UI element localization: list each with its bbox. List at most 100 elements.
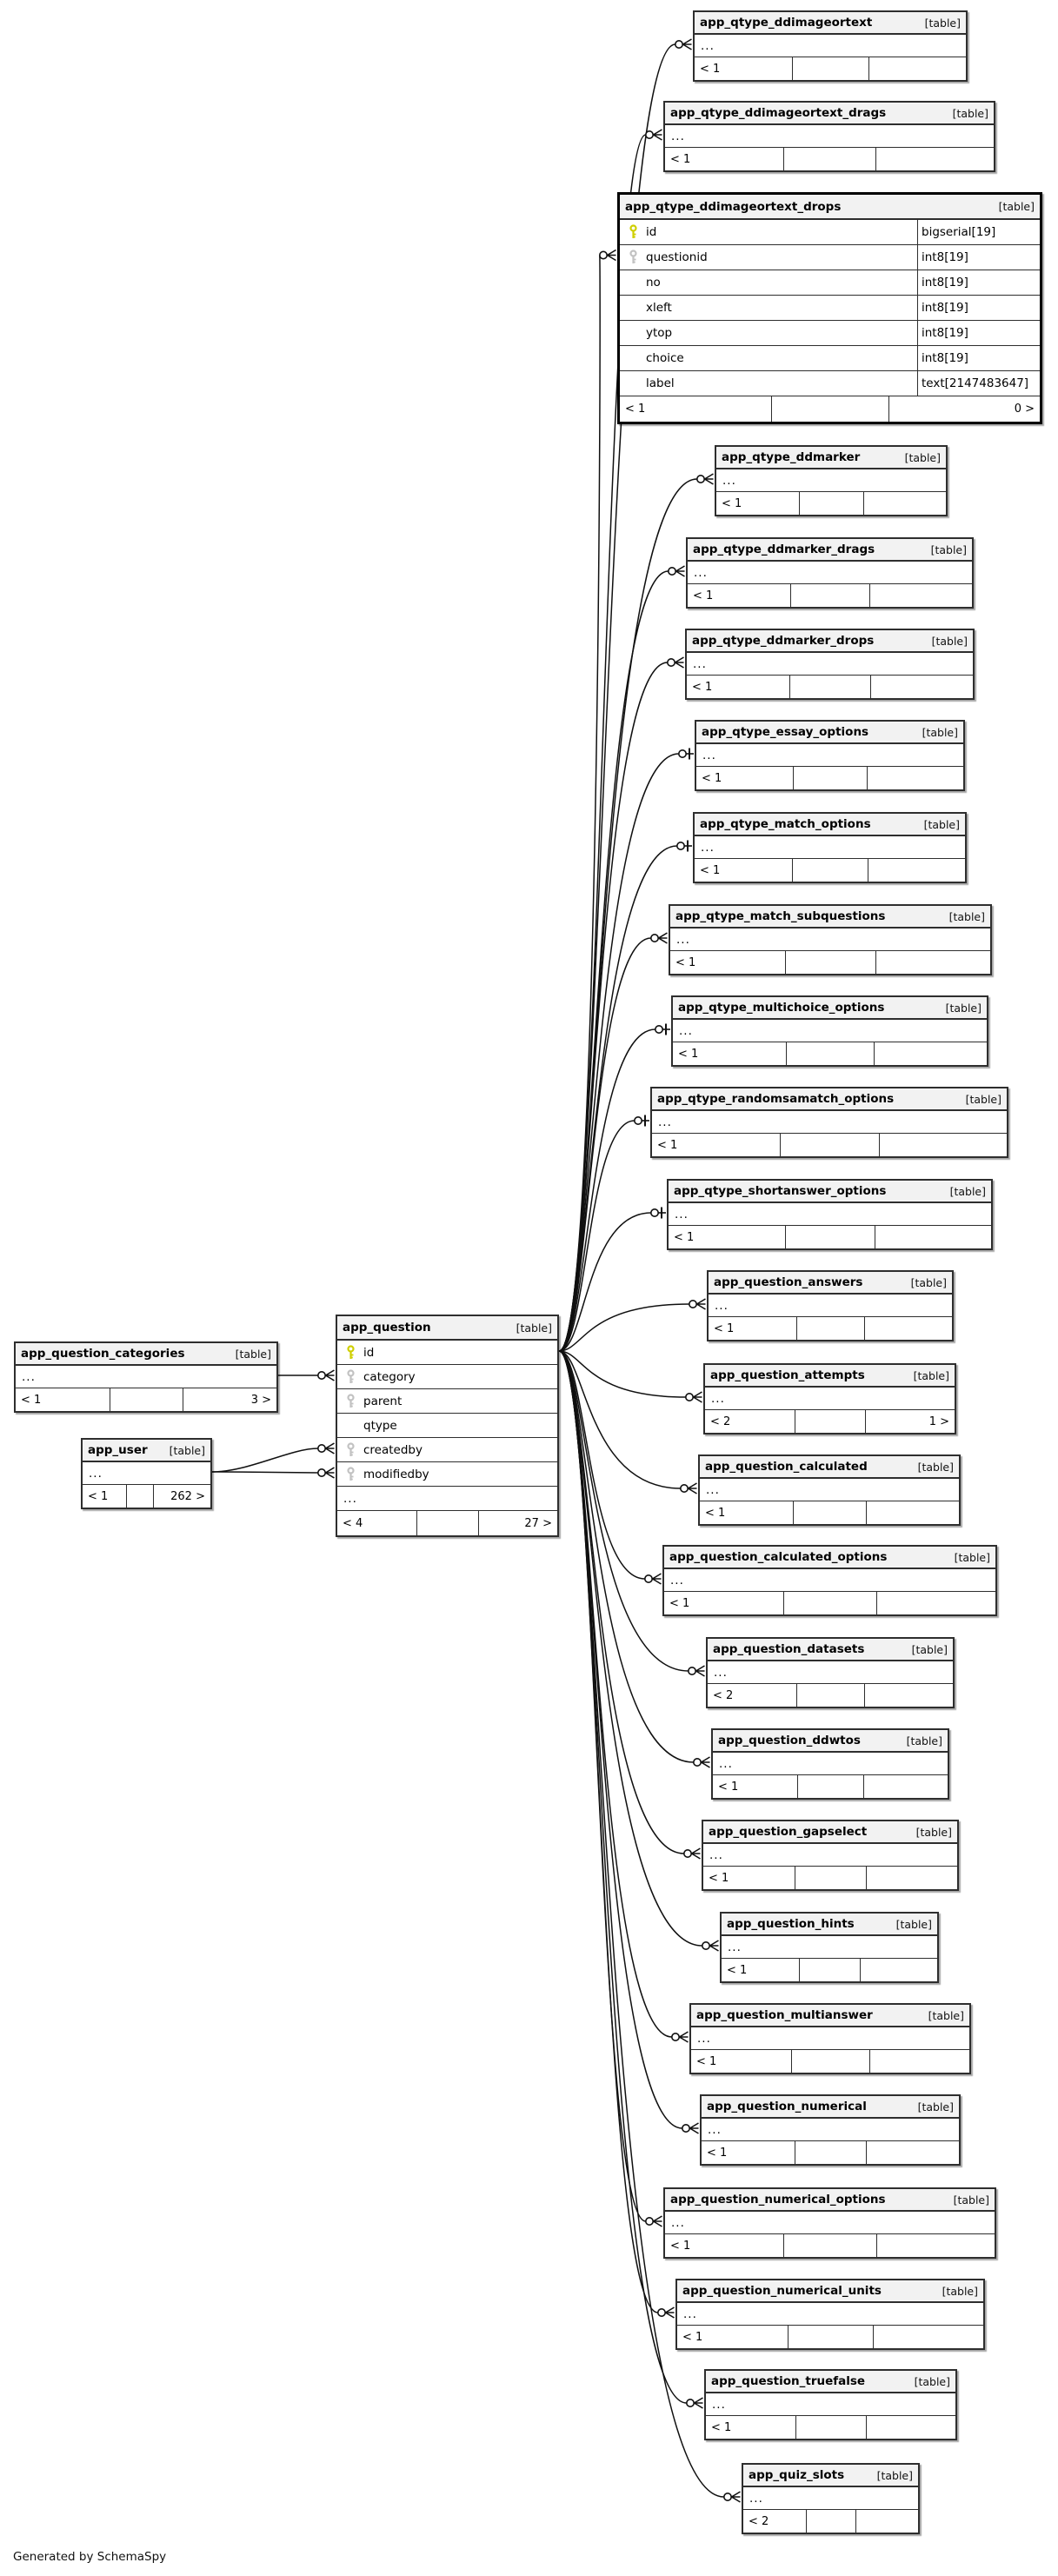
- table-app_question_numerical_units[interactable]: app_question_numerical_units [table]... …: [675, 2279, 985, 2350]
- table-footer: < 1: [670, 951, 990, 974]
- table-name: app_qtype_match_subquestions: [675, 909, 886, 923]
- crow-foot-marker: [701, 1756, 710, 1768]
- footer-incoming-count: < 1: [693, 589, 714, 602]
- column-type: int8[19]: [917, 346, 1040, 370]
- zero-circle-marker: [644, 2217, 654, 2227]
- table-app_question_categories[interactable]: app_question_categories [table]... < 1 3…: [14, 1341, 278, 1413]
- table-app_question_ddwtos[interactable]: app_question_ddwtos [table]... < 1: [711, 1728, 949, 1800]
- table-app_question_numerical_options[interactable]: app_question_numerical_options [table]..…: [663, 2187, 996, 2259]
- table-name: app_question_categories: [21, 1347, 185, 1361]
- table-header: app_qtype_ddimageortext_drops [table]: [620, 195, 1040, 220]
- column-row-questionid: questionid int8[19]: [620, 245, 1040, 270]
- table-name: app_question_calculated_options: [669, 1550, 888, 1564]
- footer-incoming-count: < 1: [21, 1393, 42, 1407]
- zero-circle-marker: [643, 1574, 653, 1584]
- table-app_question_calculated[interactable]: app_question_calculated [table]... < 1: [698, 1454, 961, 1526]
- column-type: int8[19]: [917, 321, 1040, 345]
- table-header: app_question_truefalse [table]: [706, 2371, 955, 2393]
- footer-incoming-count: < 1: [727, 1963, 748, 1977]
- table-app_question[interactable]: app_question [table] id category parent: [336, 1315, 559, 1537]
- column-name: parent: [363, 1394, 403, 1408]
- column-row-ellipsis: ...: [709, 1295, 952, 1317]
- zero-circle-marker: [688, 1300, 697, 1309]
- column-row-createdby: createdby: [337, 1438, 557, 1462]
- crow-foot-marker: [694, 2397, 703, 2409]
- footer-incoming-count: < 1: [670, 2239, 691, 2253]
- crow-foot-marker: [695, 1665, 705, 1677]
- footer-incoming-count: < 1: [718, 1780, 739, 1794]
- footer-incoming-count: < 1: [669, 1596, 690, 1610]
- table-name: app_question_gapselect: [709, 1825, 868, 1839]
- table-app_question_gapselect[interactable]: app_question_gapselect [table]... < 1: [702, 1820, 959, 1891]
- table-app_qtype_randomsamatch_options[interactable]: app_qtype_randomsamatch_options [table].…: [650, 1087, 1008, 1158]
- table-footer: < 1: [703, 1867, 957, 1889]
- column-row-ellipsis: ...: [677, 2303, 983, 2326]
- table-name: app_qtype_randomsamatch_options: [657, 1092, 895, 1106]
- footer-incoming-count: < 1: [88, 1489, 109, 1503]
- table-tag: [table]: [954, 1550, 990, 1564]
- table-tag: [table]: [904, 450, 941, 464]
- table-app_qtype_shortanswer_options[interactable]: app_qtype_shortanswer_options [table]...…: [667, 1179, 993, 1250]
- foreign-key-icon: [346, 1368, 355, 1383]
- table-app_question_answers[interactable]: app_question_answers [table]... < 1: [707, 1270, 954, 1341]
- table-app_quiz_slots[interactable]: app_quiz_slots [table]... < 2: [742, 2463, 920, 2534]
- crow-foot-marker: [325, 1369, 335, 1381]
- table-footer: < 1: [716, 492, 946, 515]
- table-app_qtype_ddmarker_drags[interactable]: app_qtype_ddmarker_drags [table]... < 1: [686, 537, 974, 609]
- table-app_qtype_ddimageortext[interactable]: app_qtype_ddimageortext [table]... < 1: [693, 10, 968, 82]
- table-app_question_calculated_options[interactable]: app_question_calculated_options [table].…: [662, 1545, 997, 1616]
- column-row-ellipsis: ...: [665, 2212, 995, 2234]
- column-row-label: label text[2147483647]: [620, 371, 1040, 396]
- relationship-line: [558, 1350, 724, 2498]
- table-app_user[interactable]: app_user [table]... < 1 262 >: [81, 1438, 212, 1509]
- table-app_qtype_ddimageortext_drags[interactable]: app_qtype_ddimageortext_drags [table]...…: [663, 101, 995, 172]
- foreign-key-icon: [346, 1466, 355, 1481]
- table-app_question_attempts[interactable]: app_question_attempts [table]... < 2 1 >: [703, 1363, 956, 1434]
- crow-foot-marker: [653, 2215, 662, 2227]
- table-footer: < 1: [687, 676, 973, 698]
- foreign-key-icon: [629, 250, 637, 263]
- table-name: app_question_numerical_options: [670, 2193, 886, 2207]
- table-app_question_numerical[interactable]: app_question_numerical [table]... < 1: [700, 2094, 961, 2166]
- table-app_question_datasets[interactable]: app_question_datasets [table]... < 2: [706, 1637, 955, 1708]
- column-type: text[2147483647]: [917, 371, 1040, 396]
- table-tag: [table]: [917, 1460, 954, 1474]
- table-footer: < 1: [702, 2141, 959, 2164]
- column-name: qtype: [363, 1418, 397, 1433]
- table-app_qtype_match_options[interactable]: app_qtype_match_options [table]... < 1: [693, 812, 967, 883]
- crow-foot-marker: [704, 473, 714, 485]
- column-row-ellipsis: ...: [664, 1569, 995, 1592]
- column-row-ellipsis: ...: [665, 125, 994, 148]
- column-row-ellipsis: ...: [83, 1462, 210, 1485]
- relationship-line: [558, 1212, 651, 1352]
- table-app_qtype_ddimageortext_drops[interactable]: app_qtype_ddimageortext_drops [table] id…: [617, 192, 1042, 424]
- crow-foot-marker: [325, 1442, 335, 1454]
- table-footer: < 1 262 >: [83, 1485, 210, 1508]
- table-tag: [table]: [913, 1368, 949, 1382]
- table-app_qtype_essay_options[interactable]: app_qtype_essay_options [table]... < 1: [695, 720, 965, 791]
- table-name: app_qtype_ddmarker_drops: [692, 634, 875, 648]
- crow-foot-marker: [688, 1482, 697, 1494]
- table-app_qtype_ddmarker_drops[interactable]: app_qtype_ddmarker_drops [table]... < 1: [685, 629, 975, 700]
- table-app_question_hints[interactable]: app_question_hints [table]... < 1: [720, 1912, 939, 1983]
- table-header: app_question_numerical_units [table]: [677, 2280, 983, 2303]
- footer-incoming-count: < 1: [692, 680, 713, 694]
- table-app_qtype_multichoice_options[interactable]: app_qtype_multichoice_options [table]...…: [671, 995, 988, 1067]
- column-row-ellipsis: ...: [695, 836, 965, 859]
- footer-outgoing-count: 262 >: [152, 1485, 210, 1508]
- column-name: id: [363, 1345, 375, 1360]
- footer-outgoing-count: [865, 1867, 957, 1889]
- table-app_question_truefalse[interactable]: app_question_truefalse [table]... < 1: [704, 2369, 957, 2440]
- table-name: app_qtype_ddmarker: [722, 450, 861, 464]
- crow-foot-marker: [689, 2122, 699, 2134]
- table-app_qtype_ddmarker[interactable]: app_qtype_ddmarker [table]... < 1: [715, 445, 948, 516]
- footer-outgoing-count: [862, 1775, 948, 1798]
- table-header: app_question_categories [table]: [16, 1343, 276, 1366]
- table-tag: [table]: [945, 1001, 981, 1015]
- table-app_question_multianswer[interactable]: app_question_multianswer [table]... < 1: [689, 2003, 971, 2074]
- footer-incoming-count: < 1: [700, 62, 721, 76]
- column-row-ellipsis: ...: [716, 469, 946, 492]
- zero-circle-marker: [701, 1941, 710, 1951]
- table-footer: < 1: [652, 1134, 1007, 1156]
- table-app_qtype_match_subquestions[interactable]: app_qtype_match_subquestions [table]... …: [669, 904, 992, 975]
